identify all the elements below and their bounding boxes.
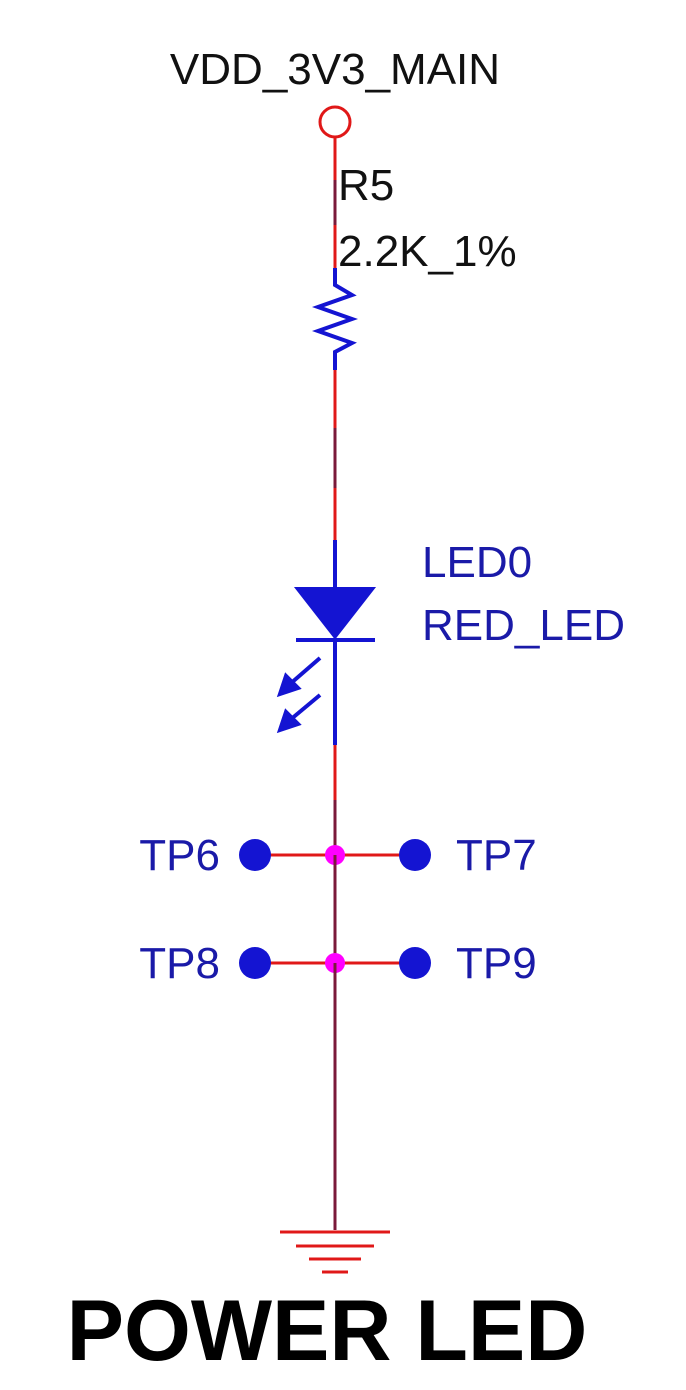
resistor-icon [311, 268, 359, 370]
test-point-tp7-icon [399, 839, 431, 871]
tp9-label: TP9 [456, 939, 537, 988]
power-pin-icon [318, 105, 352, 139]
test-point-tp9-icon [399, 947, 431, 979]
led-emission-arrows-icon [276, 656, 322, 734]
ground-icon [280, 1230, 390, 1274]
led-value-label: RED_LED [422, 601, 625, 650]
test-point-tp8-icon [239, 947, 271, 979]
tp8-label: TP8 [139, 939, 220, 988]
net-label-vdd: VDD_3V3_MAIN [170, 45, 500, 94]
resistor-ref-label: R5 [338, 161, 394, 210]
diagram-title: POWER LED [67, 1283, 588, 1379]
test-point-tp6-icon [239, 839, 271, 871]
led-ref-label: LED0 [422, 538, 532, 587]
led-diode-icon [293, 587, 377, 640]
tp6-label: TP6 [139, 831, 220, 880]
resistor-value-label: 2.2K_1% [338, 227, 517, 276]
tp7-label: TP7 [456, 831, 537, 880]
